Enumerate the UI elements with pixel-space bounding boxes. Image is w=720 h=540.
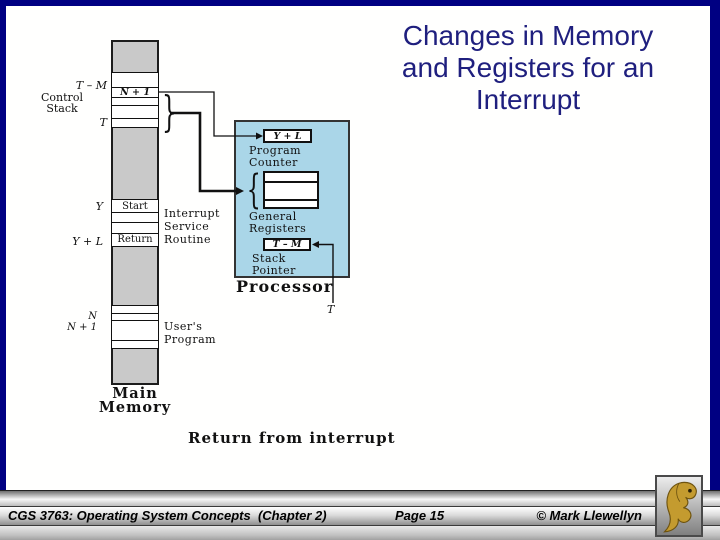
program-counter-register: Y + L xyxy=(263,129,312,143)
user-program-label-line1: User's xyxy=(164,320,203,333)
main-memory-label-line1: Main xyxy=(112,385,158,402)
stack-cell xyxy=(111,118,159,128)
control-stack-brace: } xyxy=(162,87,177,136)
user-program-label-line2: Program xyxy=(164,333,217,346)
register-divider xyxy=(265,181,317,183)
isr-label-line3: Routine xyxy=(164,233,212,246)
title-line-3: Interrupt xyxy=(475,84,581,115)
program-counter-label: Program Counter xyxy=(249,145,301,169)
isr-label-line1: Interrupt xyxy=(164,207,220,220)
addr-label-t: T xyxy=(99,116,107,129)
user-program-cells xyxy=(111,305,159,349)
footer-course-text: CGS 3763: Operating System Concepts (Cha… xyxy=(8,508,327,523)
figure-caption: Return from interrupt xyxy=(188,429,396,447)
general-registers-box xyxy=(263,171,319,209)
register-divider xyxy=(265,199,317,201)
footer-copyright: © Mark Llewellyn xyxy=(536,508,642,523)
addr-label-n: N xyxy=(88,311,97,322)
user-program-label: User's Program xyxy=(164,320,216,346)
control-stack-label-line1: Control xyxy=(41,91,83,104)
addr-label-t-minus-m: T – M xyxy=(75,79,107,92)
gr-label-line1: General xyxy=(249,210,297,223)
sp-label-line2: Pointer xyxy=(252,264,296,277)
sp-label-line1: Stack xyxy=(252,252,286,265)
logo-box xyxy=(655,475,703,537)
processor-label: Processor xyxy=(236,277,334,296)
title-line-1: Changes in Memory xyxy=(402,20,654,51)
footer-text-bar: CGS 3763: Operating System Concepts (Cha… xyxy=(0,506,720,526)
addr-label-n-plus-1: N + 1 xyxy=(67,322,97,333)
control-stack-cells: N + 1 xyxy=(111,72,159,128)
pc-label-line2: Counter xyxy=(249,156,298,169)
addr-label-y-plus-l: Y + L xyxy=(72,235,103,248)
user-cell xyxy=(111,339,159,349)
addr-label-y: Y xyxy=(95,200,103,213)
control-stack-label: Control Stack xyxy=(28,91,96,115)
footer: CGS 3763: Operating System Concepts (Cha… xyxy=(0,490,720,540)
footer-bottom-strip xyxy=(0,526,720,540)
slide-title: Changes in Memory and Registers for an I… xyxy=(360,20,696,116)
footer-page-number: Page 15 xyxy=(395,508,445,523)
general-registers-label: General Registers xyxy=(249,211,306,235)
user-cell xyxy=(111,320,159,341)
stack-pointer-register: T – M xyxy=(263,238,311,251)
isr-cell-return: Return xyxy=(111,232,159,247)
pc-label-line1: Program xyxy=(249,144,302,157)
isr-cells: Start Return xyxy=(111,199,159,247)
control-stack-label-line2: Stack xyxy=(46,101,78,115)
stack-pointer-label: Stack Pointer xyxy=(252,253,296,277)
isr-label-line2: Service xyxy=(164,220,210,233)
general-registers-brace: { xyxy=(246,167,261,213)
main-memory-label-line2: Memory xyxy=(98,399,172,416)
gr-label-line2: Registers xyxy=(249,222,307,235)
main-memory-label: Main Memory xyxy=(85,385,185,416)
title-line-2: and Registers for an xyxy=(401,52,655,83)
ucf-pegasus-logo-icon xyxy=(663,481,697,533)
footer-top-strip xyxy=(0,490,720,506)
isr-label: Interrupt Service Routine xyxy=(164,207,220,246)
t-reference-label: T xyxy=(327,303,335,316)
